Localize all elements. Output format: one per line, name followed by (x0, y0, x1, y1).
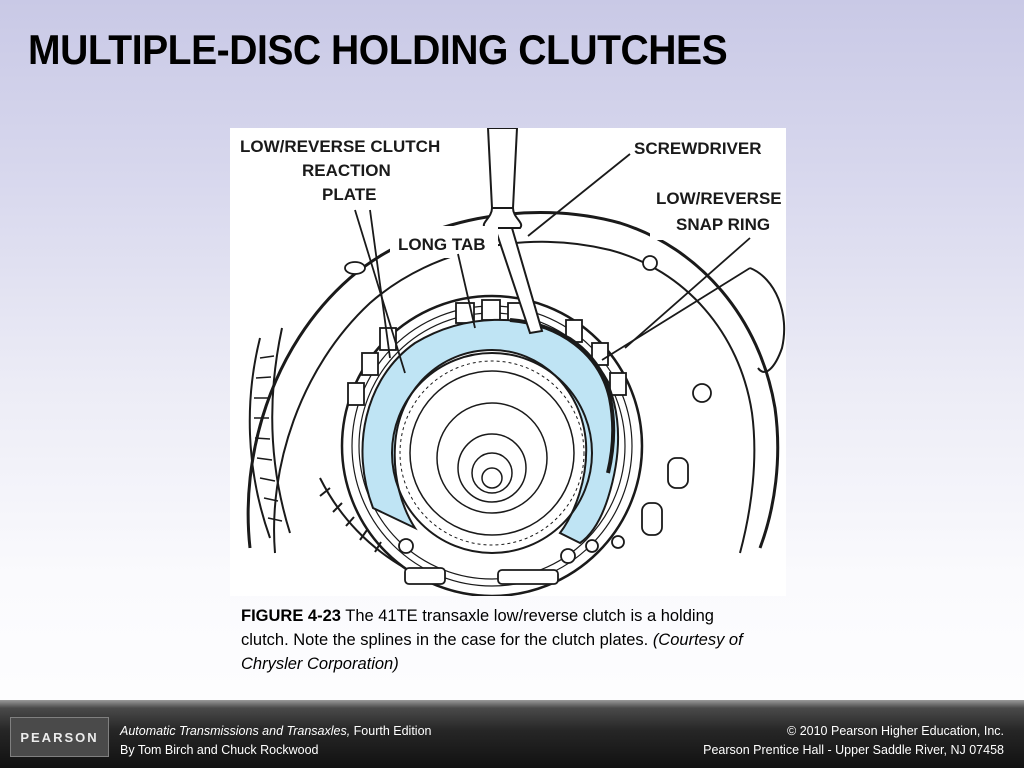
snap-ring (509, 318, 616, 474)
callout-snap-ring-2: SNAP RING (676, 215, 770, 234)
caption-text: The 41TE transaxle low/reverse clutch is… (241, 607, 714, 649)
book-authors: By Tom Birch and Chuck Rockwood (120, 743, 319, 757)
callout-reaction-plate-2: REACTION (302, 161, 391, 180)
case-splines (248, 327, 291, 539)
callout-snap-ring-1: LOW/REVERSE (656, 189, 782, 208)
screwdriver-tool (482, 128, 544, 335)
transaxle-case (246, 210, 780, 549)
publisher: Pearson Prentice Hall - Upper Saddle Riv… (703, 743, 1004, 757)
callout-long-tab: LONG TAB (398, 235, 486, 254)
callout-screwdriver: SCREWDRIVER (634, 139, 762, 158)
footer-copyright-info: © 2010 Pearson Higher Education, Inc. Pe… (703, 722, 1004, 760)
clutch-illustration: LOW/REVERSE CLUTCH REACTION PLATE SCREWD… (236, 128, 786, 596)
figure-number: FIGURE 4-23 (241, 607, 341, 625)
slide-title: MULTIPLE-DISC HOLDING CLUTCHES (28, 26, 728, 73)
book-title: Automatic Transmissions and Transaxles, (120, 724, 351, 738)
pearson-logo-text: PEARSON (20, 729, 99, 745)
clutch-figure: LOW/REVERSE CLUTCH REACTION PLATE SCREWD… (230, 128, 786, 596)
callout-reaction-plate-3: PLATE (322, 185, 376, 204)
callout-reaction-plate-1: LOW/REVERSE CLUTCH (240, 137, 440, 156)
copyright: © 2010 Pearson Higher Education, Inc. (787, 724, 1004, 738)
caption-credit: (Courtesy of Chrysler Corporation) (241, 631, 743, 673)
book-edition: Fourth Edition (350, 724, 432, 738)
footer-book-info: Automatic Transmissions and Transaxles, … (120, 722, 431, 760)
pearson-logo: PEARSON (10, 717, 109, 757)
figure-caption: FIGURE 4-23 The 41TE transaxle low/rever… (241, 604, 761, 676)
footer-bar: PEARSON Automatic Transmissions and Tran… (0, 700, 1024, 768)
